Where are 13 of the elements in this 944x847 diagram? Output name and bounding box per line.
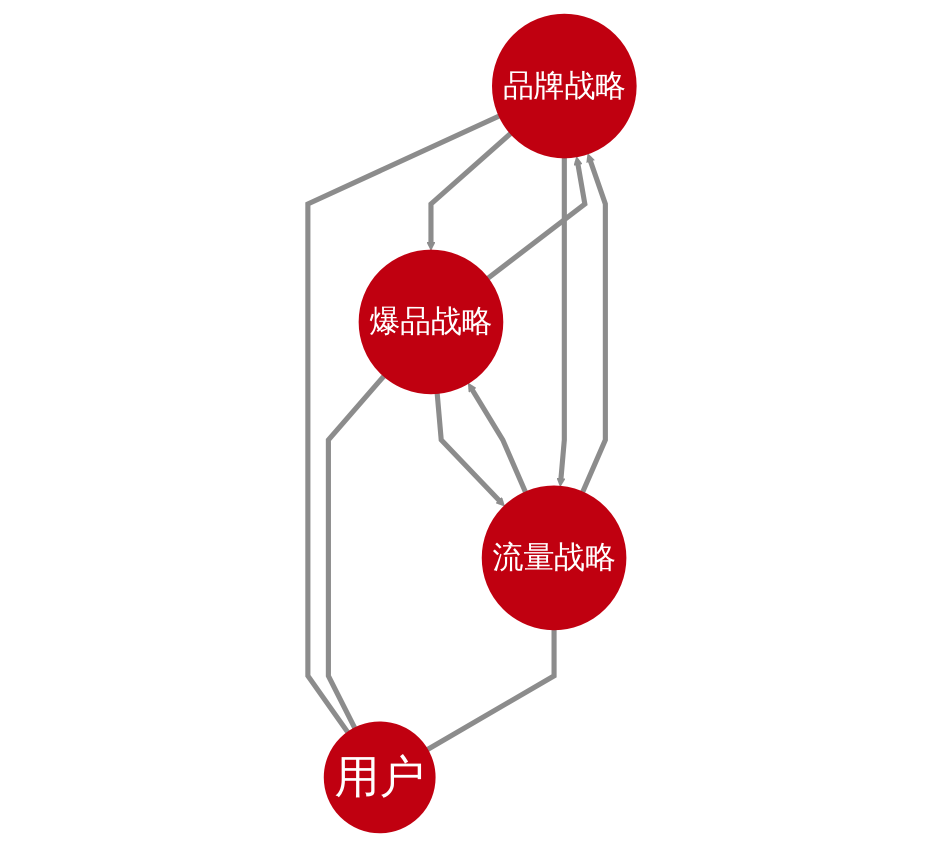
arrow [486, 156, 588, 280]
connector [426, 630, 557, 752]
node-circle: 流量战略 [482, 486, 626, 630]
node-circle: 品牌战略 [492, 14, 637, 158]
node-circle: 爆品战略 [358, 250, 504, 394]
arrow [426, 132, 512, 251]
connector [326, 374, 386, 730]
node-circle: 用户 [324, 722, 436, 834]
arrow [580, 153, 608, 494]
connector [305, 114, 500, 734]
arrow [468, 382, 528, 494]
arrow [434, 393, 505, 506]
arrow [556, 158, 567, 487]
